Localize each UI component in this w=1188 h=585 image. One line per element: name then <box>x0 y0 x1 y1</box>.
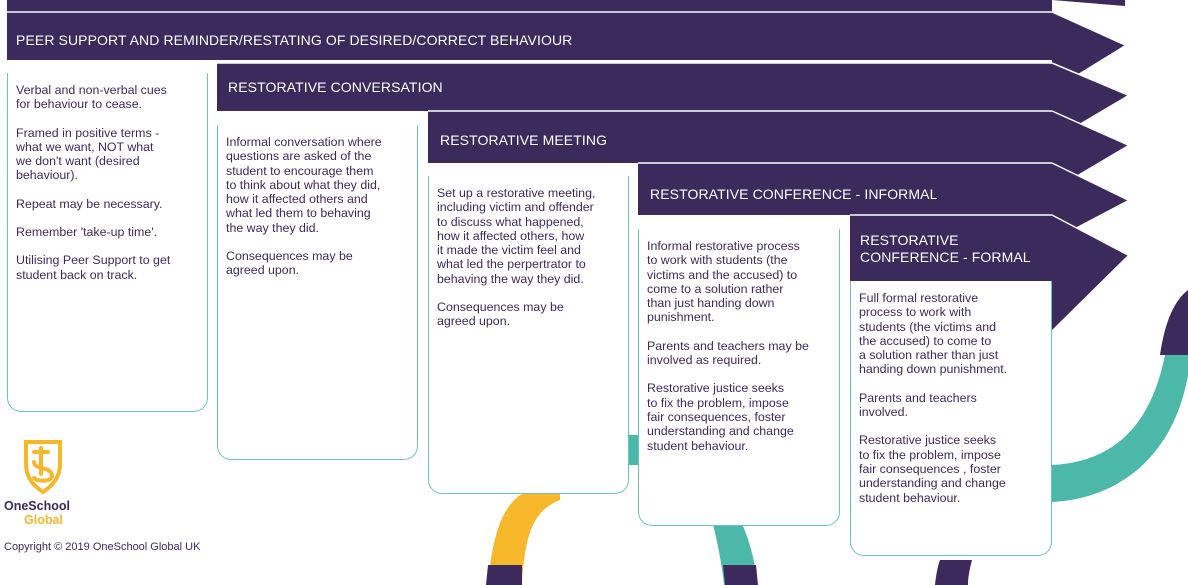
stage-3-title: RESTORATIVE MEETING <box>440 132 608 148</box>
stage-5-box: Full formal restorative process to work … <box>850 281 1052 556</box>
oneschool-shield-logo-icon <box>24 440 62 495</box>
stage-2-title: RESTORATIVE CONVERSATION <box>228 79 443 95</box>
arrow-separator-3 <box>1051 110 1129 146</box>
stage-3-para-1: Set up a restorative meeting, including … <box>437 186 596 286</box>
arrow-separator-1 <box>1051 11 1126 46</box>
purple-ribbon-bottom <box>935 560 972 585</box>
stage-1-para-3: Repeat may be necessary. <box>16 196 163 211</box>
logo-name-line-1: OneSchool <box>4 499 70 513</box>
teal-band-small <box>628 435 640 465</box>
arrowhead-5 <box>1052 215 1128 330</box>
banner-2-rect <box>217 63 1052 111</box>
stage-1-box: Verbal and non-verbal cues for behaviour… <box>7 73 208 412</box>
banner-3-rect <box>428 111 1052 163</box>
stage-5-title: RESTORATIVE CONFERENCE - FORMAL <box>860 232 1031 265</box>
banner-5-rect <box>850 215 1052 281</box>
stage-1-title: PEER SUPPORT AND REMINDER/RESTATING OF D… <box>16 32 573 48</box>
stage-5-para-1: Full formal restorative process to work … <box>859 291 1008 377</box>
arrow-separator-2 <box>1051 62 1129 96</box>
stage-3-box: Set up a restorative meeting, including … <box>428 176 629 494</box>
arrowhead-3 <box>1052 111 1128 190</box>
arrowhead-4 <box>1052 163 1128 240</box>
banner-4-rect <box>638 163 1052 215</box>
stage-3-para-2: Consequences may be agreed upon. <box>437 300 564 329</box>
arrow-separator-5 <box>1051 214 1129 256</box>
purple-arc <box>1160 290 1188 355</box>
yellow-ribbon <box>488 480 560 585</box>
stage-5-para-2: Parents and teachers involved. <box>859 390 977 420</box>
stage-4-para-2: Parents and teachers may be involved as … <box>647 338 809 368</box>
stage-2-para-2: Consequences may be agreed upon. <box>226 249 353 278</box>
banner-2-arrow <box>7 12 1125 90</box>
teal-arc <box>1052 355 1188 502</box>
stage-1-para-4: Remember 'take-up time'. <box>16 225 158 240</box>
stage-4-para-1: Informal restorative process to work wit… <box>647 239 800 325</box>
stage-4-box: Informal restorative process to work wit… <box>638 229 840 526</box>
copyright-text: Copyright © 2019 OneSchool Global UK <box>4 541 201 553</box>
stage-1-para-1: Verbal and non-verbal cues for behaviour… <box>16 83 167 112</box>
stage-1-para-2: Framed in positive terms - what we want,… <box>16 125 160 183</box>
stage-2-para-1: Informal conversation where questions ar… <box>226 135 382 235</box>
stage-4-title: RESTORATIVE CONFERENCE - INFORMAL <box>650 186 938 202</box>
stage-5-para-3: Restorative justice seeks to fix the pro… <box>859 433 1006 505</box>
teal-ribbon-purple-end <box>723 565 758 585</box>
stage-2-box: Informal conversation where questions ar… <box>217 125 418 460</box>
stage-4-para-3: Restorative justice seeks to fix the pro… <box>647 381 794 453</box>
yellow-ribbon-purple-end <box>486 565 522 585</box>
arrow-separator-4 <box>1051 162 1129 201</box>
logo-name-line-2: Global <box>24 513 63 527</box>
stage-1-para-5: Utilising Peer Support to get student ba… <box>16 253 171 282</box>
